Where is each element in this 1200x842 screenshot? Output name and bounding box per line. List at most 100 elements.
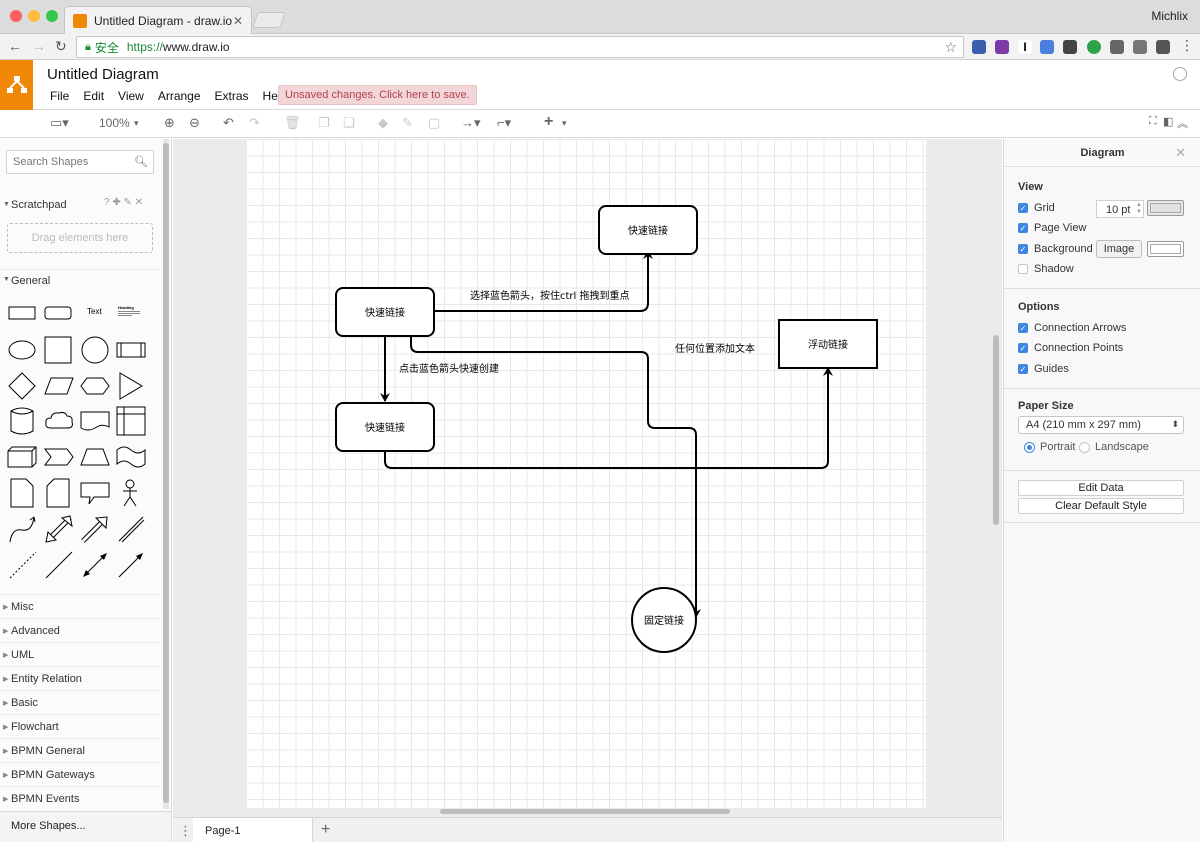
rounded-rectangle-shape[interactable] xyxy=(44,304,72,322)
connector-to-top-node[interactable] xyxy=(435,250,653,312)
page-view-checkbox[interactable]: ✓Page View xyxy=(1018,221,1086,235)
tape-shape[interactable] xyxy=(116,446,146,468)
page-tab[interactable]: Page-1 xyxy=(193,818,313,842)
grid-size-input[interactable]: 10 pt▲▼ xyxy=(1096,200,1144,218)
search-shapes-input[interactable]: Search Shapes 🔍︎ xyxy=(6,150,154,174)
browser-user-name[interactable]: Michlix xyxy=(1151,9,1188,23)
node-left-top[interactable]: 快速链接 xyxy=(335,287,435,337)
actor-shape[interactable] xyxy=(120,478,140,508)
connector-to-float-node[interactable] xyxy=(384,367,833,469)
menu-edit[interactable]: Edit xyxy=(83,89,105,103)
cube-shape[interactable] xyxy=(7,446,37,468)
drag-tip-label[interactable]: 选择蓝色箭头，按住ctrl 拖拽到重点 xyxy=(470,289,630,302)
text-shape[interactable]: Text xyxy=(87,307,102,316)
redo-icon[interactable]: ↷ xyxy=(249,115,260,130)
diamond-shape[interactable] xyxy=(8,372,36,400)
grammarly-extension-icon[interactable] xyxy=(1087,40,1101,54)
portrait-radio[interactable]: Portrait xyxy=(1024,441,1075,453)
close-icon[interactable]: ✕ xyxy=(1175,145,1186,160)
window-close-button[interactable] xyxy=(10,10,22,22)
browser-tab[interactable]: Untitled Diagram - draw.io ✕ xyxy=(64,6,252,34)
more-shapes-button[interactable]: More Shapes... xyxy=(0,811,171,842)
menu-view[interactable]: View xyxy=(118,89,144,103)
extension-icon[interactable] xyxy=(1156,40,1170,54)
node-float[interactable]: 浮动链接 xyxy=(778,319,878,369)
grid-checkbox[interactable]: ✓Grid xyxy=(1018,201,1055,215)
document-shape[interactable] xyxy=(80,410,110,432)
insert-dropdown-icon[interactable]: ▾ xyxy=(562,118,567,128)
process-shape[interactable] xyxy=(116,340,146,360)
click-tip-label[interactable]: 点击蓝色箭头快速创建 xyxy=(399,362,499,375)
scratchpad-drop-zone[interactable]: Drag elements here xyxy=(7,223,153,253)
rectangle-shape[interactable] xyxy=(8,304,36,322)
collapse-icon[interactable]: ︽ xyxy=(1177,118,1188,130)
diagram-page-grid[interactable] xyxy=(246,139,926,808)
triangle-shape[interactable] xyxy=(118,372,144,400)
fill-color-icon[interactable]: ◆ xyxy=(378,115,388,130)
extension-icon[interactable] xyxy=(972,40,986,54)
textbox-shape[interactable]: Heading xyxy=(118,305,140,317)
new-tab-button[interactable] xyxy=(252,12,286,28)
evernote-extension-icon[interactable] xyxy=(1063,40,1077,54)
connector-to-fixed-node[interactable] xyxy=(410,337,701,618)
anywhere-tip-label[interactable]: 任何位置添加文本 xyxy=(675,342,755,355)
zoom-in-icon[interactable]: ⊕ xyxy=(164,115,175,130)
zoom-out-icon[interactable]: ⊖ xyxy=(189,115,200,130)
guides-checkbox[interactable]: ✓Guides xyxy=(1018,362,1069,376)
directional-connector-shape[interactable] xyxy=(116,550,146,580)
scratchpad-tools-icons[interactable]: ? ✚ ✎ ✕ xyxy=(104,197,144,208)
menu-extras[interactable]: Extras xyxy=(214,89,249,103)
bidirectional-arrow-shape[interactable] xyxy=(44,514,74,544)
step-shape[interactable] xyxy=(44,448,74,466)
clear-default-style-button[interactable]: Clear Default Style xyxy=(1018,498,1184,514)
grid-color-button[interactable] xyxy=(1147,200,1184,216)
category-bpmn-events[interactable]: ▶BPMN Events xyxy=(0,786,160,810)
forward-arrow-icon[interactable]: → xyxy=(32,38,46,54)
undo-icon[interactable]: ↶ xyxy=(223,115,234,130)
connection-style-icon[interactable]: →▾ xyxy=(461,115,481,130)
back-arrow-icon[interactable]: ← xyxy=(8,38,22,54)
extension-icon[interactable] xyxy=(1133,40,1147,54)
category-bpmn-general[interactable]: ▶BPMN General xyxy=(0,738,160,762)
search-icon[interactable]: 🔍︎ xyxy=(134,156,148,168)
trapezoid-shape[interactable] xyxy=(80,448,110,466)
document-title[interactable]: Untitled Diagram xyxy=(47,66,159,83)
card-shape[interactable] xyxy=(46,478,70,508)
edit-data-button[interactable]: Edit Data xyxy=(1018,480,1184,496)
unsaved-changes-banner[interactable]: Unsaved changes. Click here to save. xyxy=(278,85,477,105)
category-bpmn-gateways[interactable]: ▶BPMN Gateways xyxy=(0,762,160,786)
connection-arrows-checkbox[interactable]: ✓Connection Arrows xyxy=(1018,321,1126,335)
internal-storage-shape[interactable] xyxy=(116,406,146,436)
delete-icon[interactable]: 🗑︎ xyxy=(284,115,301,130)
arrow-shape[interactable] xyxy=(80,514,110,544)
tab-close-icon[interactable]: ✕ xyxy=(232,13,243,28)
category-misc[interactable]: ▶Misc xyxy=(0,594,160,618)
parallelogram-shape[interactable] xyxy=(44,376,74,396)
callout-shape[interactable] xyxy=(80,482,110,506)
browser-menu-icon[interactable]: ⋮ xyxy=(1180,37,1194,53)
language-globe-icon[interactable] xyxy=(1173,67,1187,81)
format-panel-icon[interactable]: ◧ xyxy=(1163,116,1174,128)
node-top-right[interactable]: 快速链接 xyxy=(598,205,698,255)
menu-arrange[interactable]: Arrange xyxy=(157,89,201,103)
ellipse-shape[interactable] xyxy=(8,338,36,362)
note-shape[interactable] xyxy=(10,478,34,508)
background-color-button[interactable] xyxy=(1147,241,1184,257)
scratchpad-header[interactable]: ▼ Scratchpad xyxy=(0,195,160,215)
general-header[interactable]: ▼ General xyxy=(0,269,160,289)
window-maximize-button[interactable] xyxy=(46,10,58,22)
line-color-icon[interactable]: ✎ xyxy=(402,115,413,130)
bidirectional-connector-shape[interactable] xyxy=(80,550,110,580)
cloud-shape[interactable] xyxy=(44,410,74,432)
landscape-radio[interactable]: Landscape xyxy=(1079,441,1149,453)
diagram-canvas[interactable]: 快速链接 快速链接 快速链接 浮动链接 固定链接 选择蓝色箭头，按住ctrl 拖… xyxy=(246,139,926,808)
reload-icon[interactable]: ↻ xyxy=(55,38,67,54)
hexagon-shape[interactable] xyxy=(80,376,110,396)
paper-size-select[interactable]: A4 (210 mm x 297 mm)⬍ xyxy=(1018,416,1184,434)
category-uml[interactable]: ▶UML xyxy=(0,642,160,666)
cylinder-shape[interactable] xyxy=(10,406,34,436)
canvas-vertical-scrollbar[interactable] xyxy=(993,335,999,525)
category-advanced[interactable]: ▶Advanced xyxy=(0,618,160,642)
sidebar-scrollbar[interactable] xyxy=(163,139,169,809)
line-shape[interactable] xyxy=(44,550,74,580)
